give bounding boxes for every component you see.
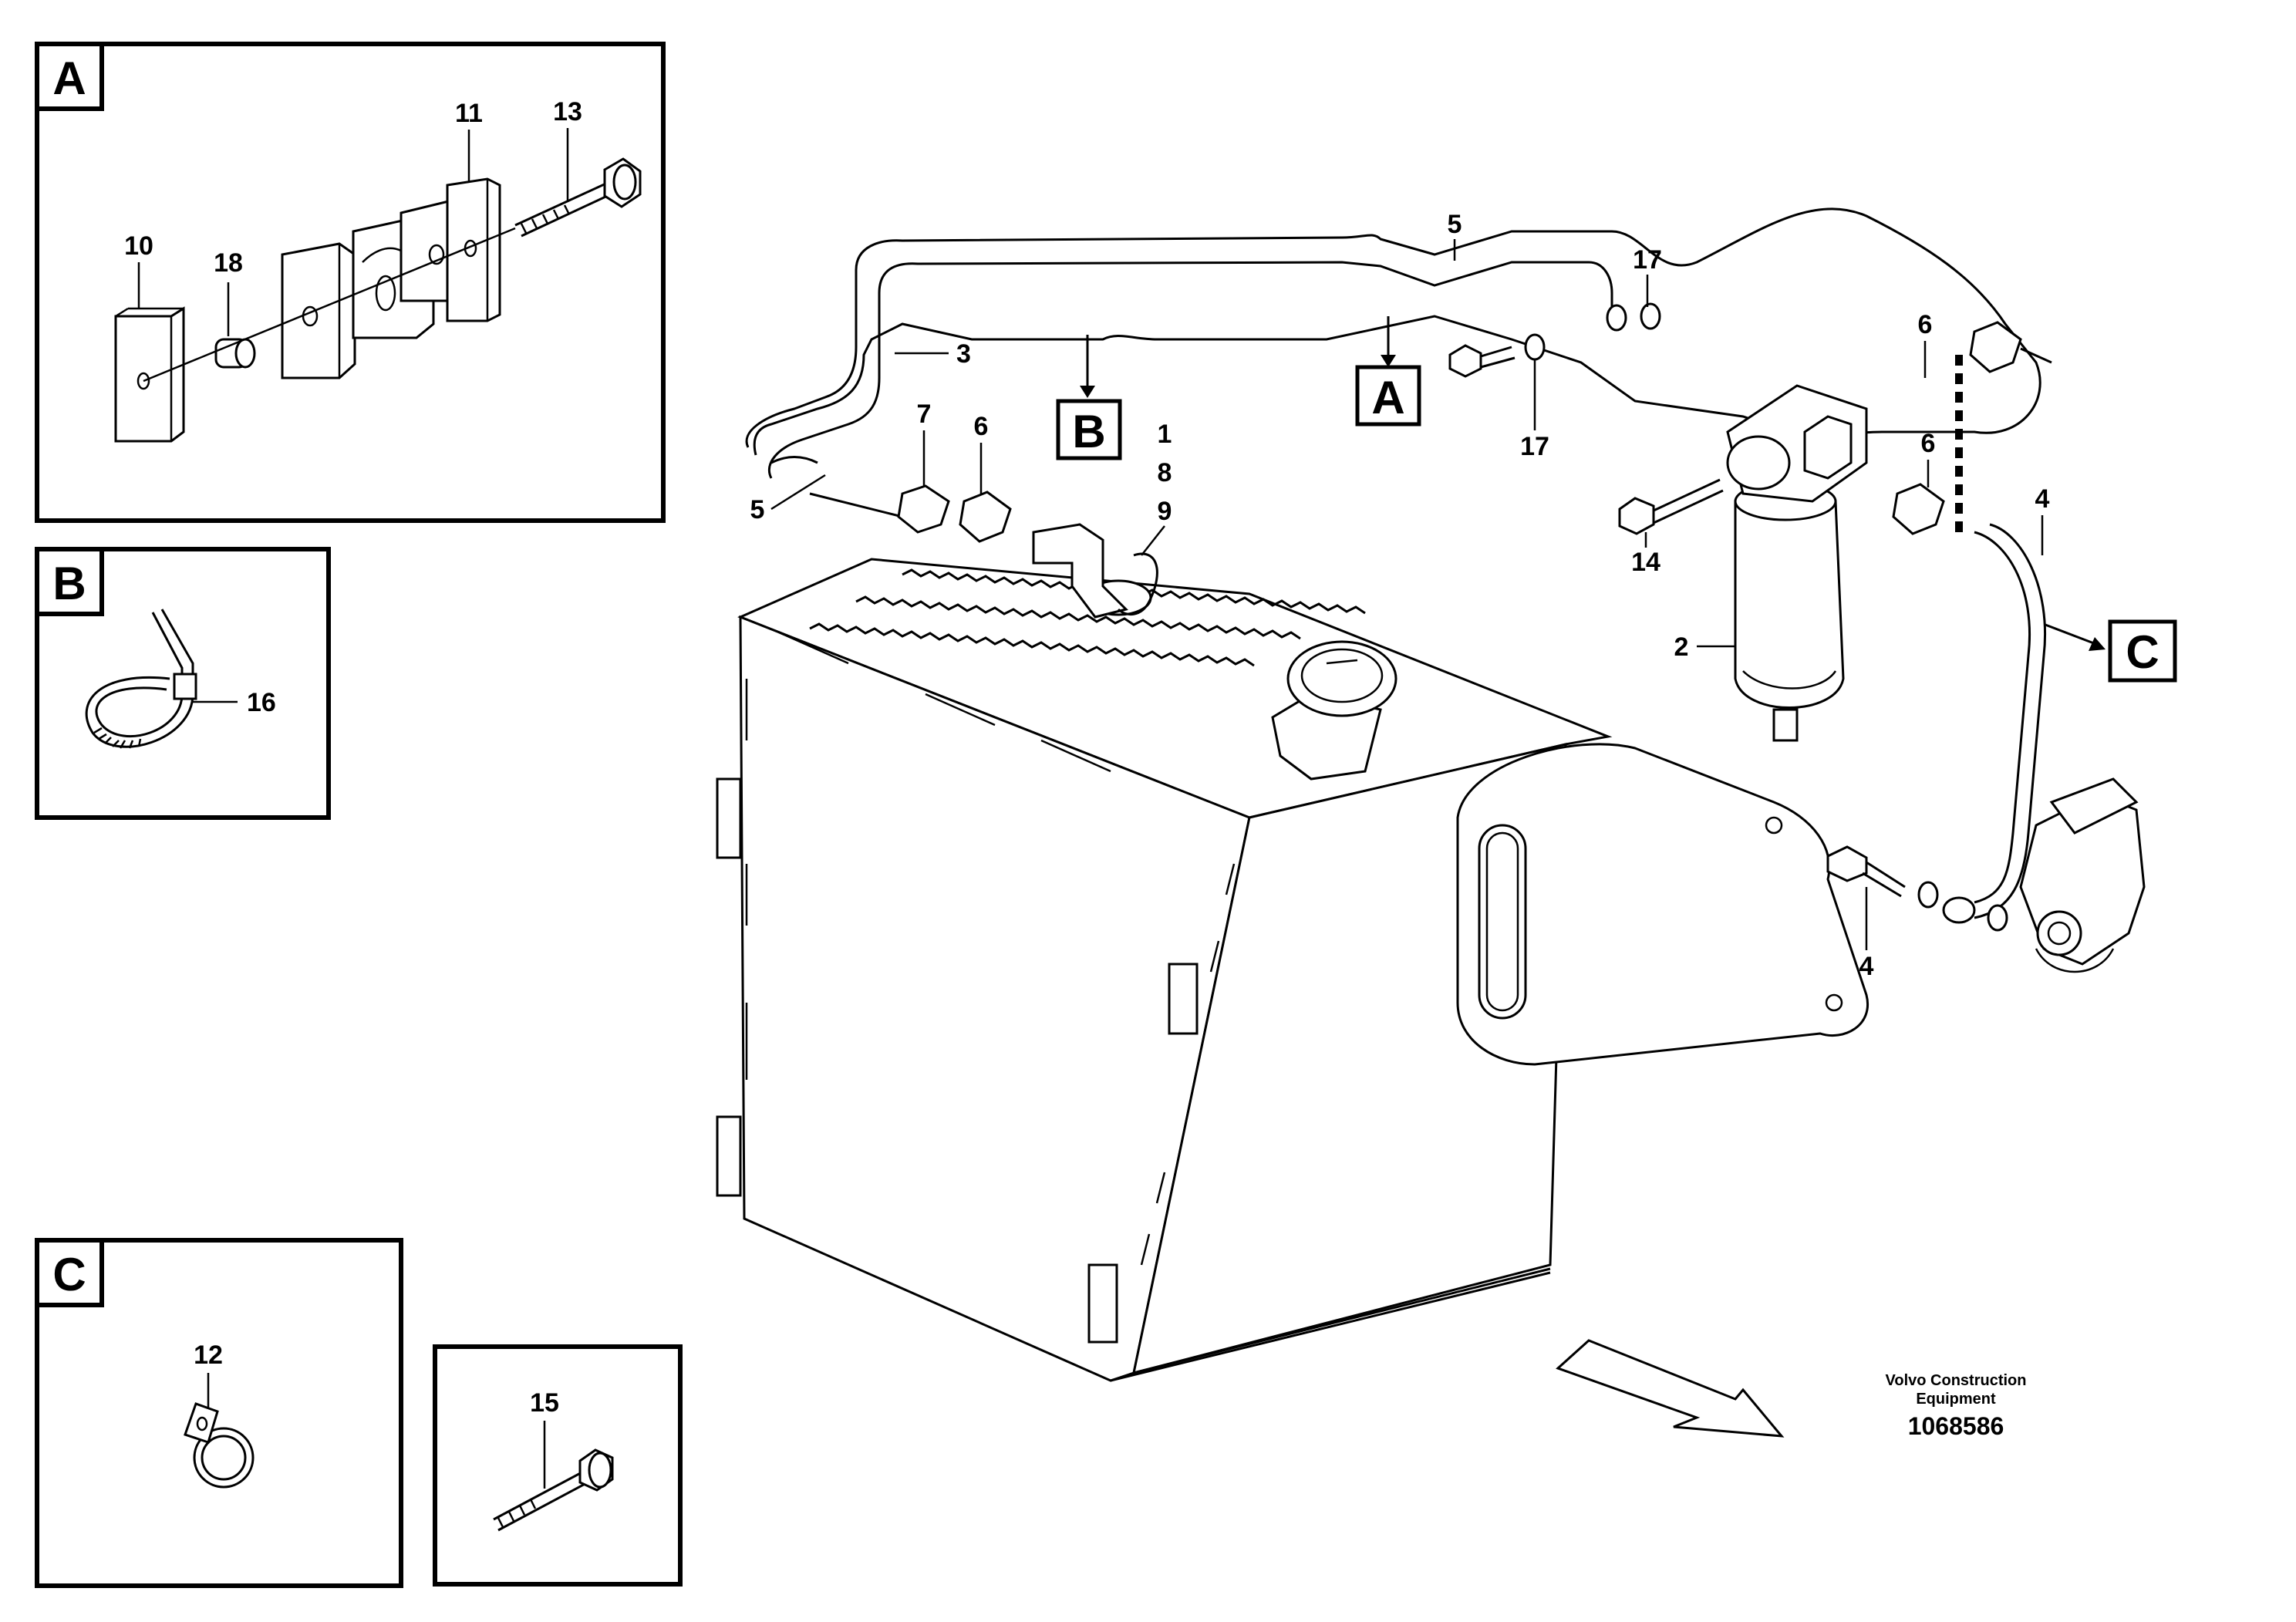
detail-panel-c: C 12 (35, 1238, 403, 1588)
callout-6-right: 6 (1918, 310, 1933, 339)
panel-a-letter: A (52, 52, 86, 104)
view-marker-a: A (1355, 316, 1421, 427)
callout-2: 2 (1674, 632, 1689, 662)
fuel-tank (716, 558, 1613, 1382)
callout-6-left: 6 (974, 412, 989, 441)
hose-connection-9-icon (1032, 523, 1158, 619)
callout-3: 3 (956, 339, 971, 369)
panel-c-letter: C (52, 1249, 86, 1300)
mounting-bracket (1456, 743, 1870, 1066)
bolt-13-icon (514, 157, 642, 238)
callout-17-top: 17 (1633, 245, 1662, 275)
cable-tie-16-icon (85, 609, 197, 749)
washer-icon (1917, 881, 1939, 909)
p-clamp-12-icon (184, 1402, 255, 1489)
svg-text:A: A (1371, 372, 1404, 423)
callout-6-mid: 6 (1921, 429, 1936, 458)
panel-b-letter: B (52, 558, 86, 609)
direction-arrow-icon (1556, 1339, 1785, 1438)
view-marker-c: C (2045, 619, 2177, 683)
callout-15: 15 (530, 1388, 559, 1418)
washer-17b-icon (1606, 304, 1627, 332)
washer-icon (1640, 302, 1661, 330)
filler-cap-icon (1271, 640, 1397, 781)
svg-text:B: B (1072, 406, 1105, 457)
svg-text:C: C (2126, 626, 2159, 678)
callout-14: 14 (1631, 548, 1660, 577)
fitting-6-icon (959, 491, 1012, 543)
detail-panel-bolt: 15 (433, 1344, 683, 1587)
view-marker-b: B (1056, 335, 1122, 460)
spacer-18-icon (214, 338, 256, 369)
bolt-4-icon (1826, 845, 1906, 898)
detail-panel-b: B 16 (35, 547, 331, 820)
washer-icon (1987, 904, 2008, 932)
callout-5-top: 5 (1448, 210, 1462, 239)
fitting-6-upper-icon (1969, 321, 2052, 373)
bolt-14-icon (1618, 478, 1724, 535)
company-name-line1: Volvo Construction (1886, 1372, 2027, 1389)
bolt-17-icon (1448, 344, 1515, 378)
callout-16: 16 (247, 688, 276, 717)
fuel-tank-assembly (716, 207, 2146, 1382)
sensor-unit-icon (2019, 777, 2146, 973)
main-callouts: 5 17 17 3 6 6 7 6 1 8 9 5 14 2 4 4 (750, 210, 2050, 981)
callout-1: 1 (1158, 420, 1172, 449)
company-name-line2: Equipment (1916, 1391, 1996, 1408)
fitting-6-mid-icon (1892, 483, 1945, 535)
callout-13: 13 (553, 97, 582, 126)
callout-5-left: 5 (750, 495, 765, 524)
callout-9: 9 (1158, 497, 1172, 526)
callout-10: 10 (124, 231, 153, 261)
callout-7: 7 (917, 400, 932, 429)
callout-17-bottom: 17 (1520, 432, 1549, 461)
callout-4-bottom: 4 (1859, 952, 1874, 981)
washer-17-icon (1524, 333, 1546, 361)
plate-10-icon (114, 306, 185, 443)
callout-4-top: 4 (2035, 484, 2050, 514)
bolt-15-icon (493, 1448, 614, 1532)
callout-8: 8 (1158, 458, 1172, 487)
plate-11-icon (446, 177, 501, 322)
fuel-filter-2-icon (1726, 384, 1868, 742)
callout-11: 11 (455, 99, 483, 128)
footer: Volvo Construction Equipment 1068586 (1886, 1372, 2027, 1440)
callout-18: 18 (214, 248, 243, 278)
fitting-7-icon (897, 484, 950, 534)
drawing-number: 1068586 (1908, 1412, 2004, 1440)
detail-panel-a: A (35, 42, 666, 523)
callout-12: 12 (194, 1340, 223, 1370)
